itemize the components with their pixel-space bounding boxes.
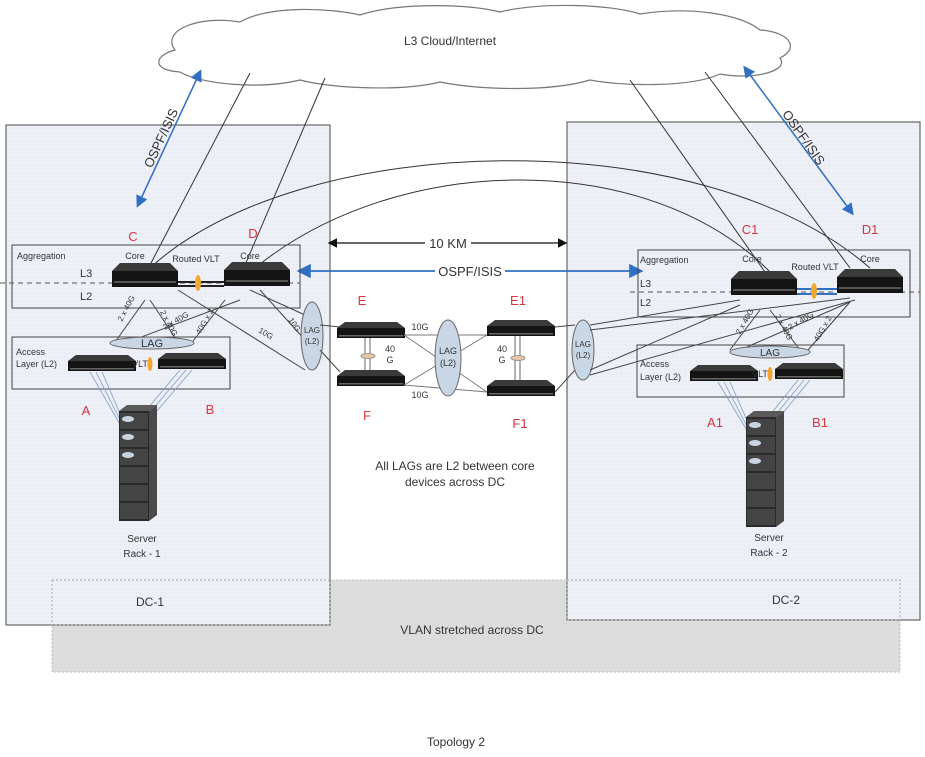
- node-f: F: [363, 408, 371, 423]
- dc1-core-right-label: Core: [240, 251, 260, 261]
- dc1-l2-label: L2: [80, 291, 92, 303]
- dc2-access-switch-b1: [775, 363, 843, 379]
- dc1-interconnect-lag-label-1: LAG: [304, 326, 320, 335]
- dc2-l2-label: L2: [640, 298, 652, 309]
- dc2-access-switch-a1: [690, 365, 758, 381]
- dc2-routed-vlt-label: Routed VLT: [791, 262, 839, 272]
- protocol-arrow-left: [136, 69, 202, 208]
- dc1-access-lag: [109, 336, 195, 350]
- dc2-interconnect-lag-label-2: (L2): [576, 351, 591, 360]
- dc2-core-switch-c1: [731, 271, 797, 295]
- dc2-server-label-2: Rack - 2: [750, 548, 788, 559]
- cloud-shape: [158, 4, 791, 90]
- dc2-node-d1: D1: [862, 222, 879, 237]
- dc2-server-label-1: Server: [754, 533, 784, 544]
- dc2: Aggregation L3 L2 Core Core Routed VLT C…: [589, 222, 920, 607]
- dc1-node-d: D: [248, 226, 257, 241]
- vlan-label: VLAN stretched across DC: [400, 623, 544, 637]
- dc2-footer: [566, 579, 901, 621]
- interconnect-note-2: devices across DC: [405, 475, 505, 489]
- dc2-interconnect-lag-label-1: LAG: [575, 340, 591, 349]
- dc1-access-switch-b: [158, 353, 226, 369]
- interconnect-note-1: All LAGs are L2 between core: [375, 459, 535, 473]
- dc2-aggregation-label: Aggregation: [640, 255, 689, 265]
- switch-e1: [487, 320, 555, 336]
- dc1-node-a: A: [82, 403, 91, 418]
- dc1-access-switch-a: [68, 355, 136, 371]
- dc2-access-label-1: Access: [640, 359, 670, 369]
- protocol-label-center: OSPF/ISIS: [438, 264, 502, 279]
- dc1-routed-vlt-label: Routed VLT: [172, 254, 220, 264]
- switch-f: [337, 370, 405, 386]
- node-f1: F1: [512, 416, 527, 431]
- ef-link-label-1: 40: [385, 344, 395, 354]
- dc1: Aggregation L3 L2 Core Core Routed VLT C…: [0, 226, 306, 609]
- dc2-node-c1: C1: [742, 222, 759, 237]
- dc1-interconnect-lag-label-2: (L2): [305, 337, 320, 346]
- center-lag: [434, 319, 462, 397]
- dc1-vlt-ring: [147, 357, 153, 371]
- dc2-routed-vlt-ring: [811, 283, 817, 299]
- ef-vlt-ring: [360, 353, 376, 359]
- dc1-server-label-1: Server: [127, 534, 157, 545]
- dc1-access-box: [11, 336, 231, 390]
- dc1-aggregation-box: [11, 244, 301, 309]
- dc1-routed-vlt-ring: [195, 275, 201, 291]
- dc1-aggregation-label: Aggregation: [17, 251, 66, 261]
- dc2-server-rack: [746, 411, 784, 527]
- dc1-access-label-1: Access: [16, 347, 46, 357]
- ef-link-label-2: G: [386, 355, 393, 365]
- dc2-l3-label: L3: [640, 279, 652, 290]
- dc1-box: [5, 124, 331, 626]
- e1f1-link-label-1: 40: [497, 344, 507, 354]
- dc1-vlt-label: VLT: [132, 359, 148, 369]
- switch-f1: [487, 380, 555, 396]
- link-bottom-label: 10G: [411, 390, 428, 400]
- dc2-label: DC-2: [772, 593, 800, 607]
- e1f1-link-label-2: G: [498, 355, 505, 365]
- distance-label: 10 KM: [429, 236, 467, 251]
- dc1-server-rack: [119, 405, 157, 521]
- dc2-node-a1: A1: [707, 415, 723, 430]
- dc1-node-c: C: [128, 229, 137, 244]
- e1f1-vlt-ring: [510, 355, 526, 361]
- link-top-label: 10G: [411, 322, 428, 332]
- dc2-aggregation-box: [637, 249, 911, 318]
- dc1-label: DC-1: [136, 595, 164, 609]
- dc2-access-label-2: Layer (L2): [640, 372, 681, 382]
- dc1-server-label-2: Rack - 1: [123, 549, 161, 560]
- dc1-access-label-2: Layer (L2): [16, 359, 57, 369]
- switch-e: [337, 322, 405, 338]
- dc2-access-box: [636, 344, 845, 398]
- dc1-l3-label: L3: [80, 268, 92, 280]
- caption: Topology 2: [427, 735, 485, 749]
- center-lag-label-1: LAG: [439, 346, 457, 356]
- dc2-interconnect-lag: [571, 319, 595, 381]
- dc2-vlt-ring: [767, 367, 773, 381]
- dc1-footer: [51, 579, 331, 626]
- dc1-node-b: B: [206, 402, 215, 417]
- dc1-core-switch-c: [112, 263, 178, 287]
- dc1-core-switch-d: [224, 262, 290, 286]
- dc2-vlt-label: VLT: [752, 369, 768, 379]
- dc1-access-lag-label: LAG: [141, 338, 163, 350]
- dc2-node-b1: B1: [812, 415, 828, 430]
- dc2-core-right-label: Core: [860, 254, 880, 264]
- dc2-core-switch-d1: [837, 269, 903, 293]
- node-e1: E1: [510, 293, 526, 308]
- protocol-arrow-right: [743, 65, 854, 216]
- dc2-access-lag: [729, 345, 811, 359]
- dc1-interconnect-lag: [300, 301, 324, 371]
- dc2-core-left-label: Core: [742, 254, 762, 264]
- dc2-access-lag-label: LAG: [760, 348, 780, 359]
- interconnect: LAG (L2) E F E1 F1 40 G 40 G LAG (L2) 10…: [300, 293, 595, 489]
- cloud-label: L3 Cloud/Internet: [404, 34, 497, 48]
- center-lag-label-2: (L2): [440, 358, 456, 368]
- dc1-core-left-label: Core: [125, 251, 145, 261]
- node-e: E: [358, 293, 367, 308]
